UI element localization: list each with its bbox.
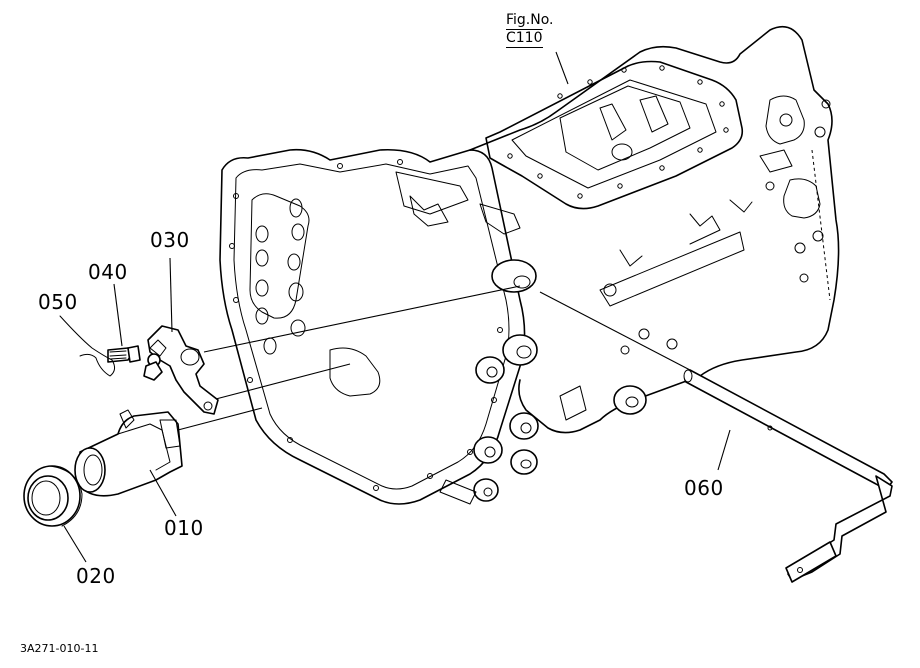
figref-leader-line <box>555 51 569 85</box>
drawing-code: 3A271-010-11 <box>20 642 99 655</box>
assembly-guide-lines <box>177 285 691 431</box>
figure-reference: Fig.No. C110 <box>506 12 554 48</box>
part-050-wire <box>59 315 116 377</box>
part-040-bolt <box>107 283 163 381</box>
part-label-060: 060 <box>684 476 724 500</box>
part-label-020: 020 <box>76 564 116 588</box>
part-020-bearing <box>23 465 87 563</box>
figure-reference-number: C110 <box>506 30 543 48</box>
part-010-release-hub <box>74 409 183 517</box>
part-label-050: 050 <box>38 290 78 314</box>
part-label-030: 030 <box>150 228 190 252</box>
figure-reference-title: Fig.No. <box>506 12 554 28</box>
part-label-040: 040 <box>88 260 128 284</box>
part-060-shaft <box>683 369 893 583</box>
transmission-housing <box>219 25 840 505</box>
part-030-release-fork <box>147 257 219 415</box>
part-label-010: 010 <box>164 516 204 540</box>
